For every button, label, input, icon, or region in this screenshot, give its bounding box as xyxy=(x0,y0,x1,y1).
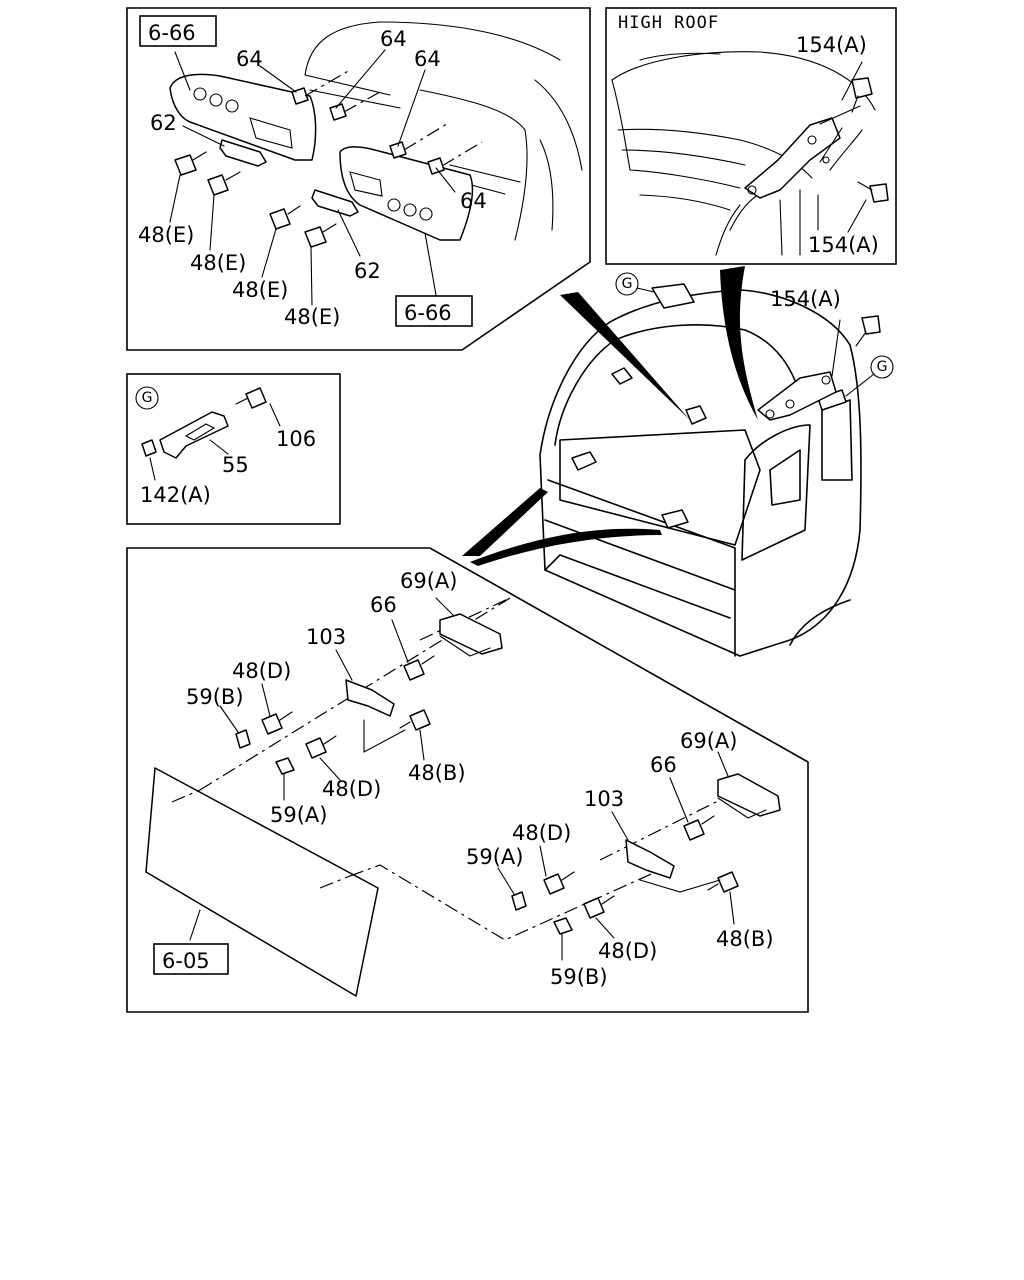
label-64-a: 64 xyxy=(236,47,263,71)
bolt-154a-vehicle xyxy=(861,315,881,335)
label-48b-upper: 48(B) xyxy=(408,761,466,785)
clip-59a-lower xyxy=(511,891,527,911)
bolt-48b-1 xyxy=(409,709,431,731)
label-154a-upper: 154(A) xyxy=(796,33,867,57)
label-48d-1: 48(D) xyxy=(232,659,291,683)
ref-box-6-66-upper xyxy=(139,15,217,47)
label-64-b: 64 xyxy=(380,27,407,51)
panel-high-roof xyxy=(605,7,897,265)
ref-6-66-lower: 6-66 xyxy=(404,301,452,325)
label-69a-lower: 69(A) xyxy=(680,729,737,753)
bracket-55 xyxy=(159,411,229,459)
bolt-154a-lower xyxy=(869,183,889,203)
clip-59a-upper xyxy=(275,757,295,775)
hinge-69a-upper xyxy=(439,613,503,655)
label-48e-2: 48(E) xyxy=(190,251,246,275)
label-48e-4: 48(E) xyxy=(284,305,340,329)
label-48d-3: 48(D) xyxy=(512,821,571,845)
clip-64-c xyxy=(389,141,407,159)
label-59a-lower: 59(A) xyxy=(466,845,523,869)
label-48d-2: 48(D) xyxy=(322,777,381,801)
bolt-48d-4 xyxy=(583,897,605,919)
vehicle-g-marker-right xyxy=(870,355,894,379)
label-48b-lower: 48(B) xyxy=(716,927,774,951)
vehicle-rear-view xyxy=(539,283,862,657)
label-48d-4: 48(D) xyxy=(598,939,657,963)
lamp-bracket-upper xyxy=(169,73,317,161)
detail-g-marker xyxy=(135,386,159,410)
bolt-48e-3 xyxy=(269,208,291,230)
ref-box-6-66-lower xyxy=(395,295,473,327)
label-154a-lower: 154(A) xyxy=(808,233,879,257)
vehicle-g-marker-right-text: G xyxy=(877,359,888,375)
top-left-parts xyxy=(169,49,483,306)
clip-59b-lower xyxy=(553,917,573,935)
label-103-lower: 103 xyxy=(584,787,624,811)
label-66-lower: 66 xyxy=(650,753,677,777)
bolt-48e-2 xyxy=(207,174,229,196)
label-48e-1: 48(E) xyxy=(138,223,194,247)
clip-142a xyxy=(141,439,157,457)
label-142a: 142(A) xyxy=(140,483,211,507)
bolt-48b-2 xyxy=(717,871,739,893)
detail-g-parts xyxy=(141,387,281,481)
bolt-106 xyxy=(245,387,267,409)
ref-6-66-upper: 6-66 xyxy=(148,21,196,45)
label-55: 55 xyxy=(222,453,249,477)
label-62-b: 62 xyxy=(354,259,381,283)
arm-103-upper xyxy=(345,679,395,717)
ref-box-6-05 xyxy=(153,943,229,975)
clip-62-upper xyxy=(219,139,267,167)
bolt-66-upper xyxy=(403,659,425,681)
vehicle-g-marker-left xyxy=(615,272,639,296)
label-106: 106 xyxy=(276,427,316,451)
label-64-c: 64 xyxy=(414,47,441,71)
label-48e-3: 48(E) xyxy=(232,278,288,302)
bolt-48d-1 xyxy=(261,713,283,735)
roof-bracket xyxy=(744,117,841,199)
label-154a-vehicle: 154(A) xyxy=(770,287,841,311)
high-roof-roof xyxy=(611,51,889,256)
vehicle-g-marker-left-text: G xyxy=(622,276,633,292)
label-62-a: 62 xyxy=(150,111,177,135)
hinge-69a-lower xyxy=(717,773,781,817)
high-roof-title: HIGH ROOF xyxy=(618,13,719,33)
clip-62-lower xyxy=(311,189,359,217)
label-69a-upper: 69(A) xyxy=(400,569,457,593)
label-66-upper: 66 xyxy=(370,593,397,617)
bolt-48d-2 xyxy=(305,737,327,759)
bolt-66-lower xyxy=(683,819,705,841)
arm-103-lower xyxy=(625,839,675,879)
ref-6-05: 6-05 xyxy=(162,949,210,973)
clip-59b-upper xyxy=(235,729,251,749)
detail-g-marker-text: G xyxy=(142,390,153,406)
clip-64-d xyxy=(427,157,445,175)
label-59b-upper: 59(B) xyxy=(186,685,244,709)
label-103-upper: 103 xyxy=(306,625,346,649)
bolt-48e-4 xyxy=(304,226,327,248)
label-59b-lower: 59(B) xyxy=(550,965,608,989)
bolt-48d-3 xyxy=(543,873,565,895)
garnish-panel xyxy=(145,767,379,997)
bolt-48e-1 xyxy=(174,154,197,176)
label-64-d: 64 xyxy=(460,189,487,213)
label-59a-upper: 59(A) xyxy=(270,803,327,827)
bolt-154a-upper xyxy=(851,77,873,99)
bottom-parts xyxy=(145,597,781,997)
